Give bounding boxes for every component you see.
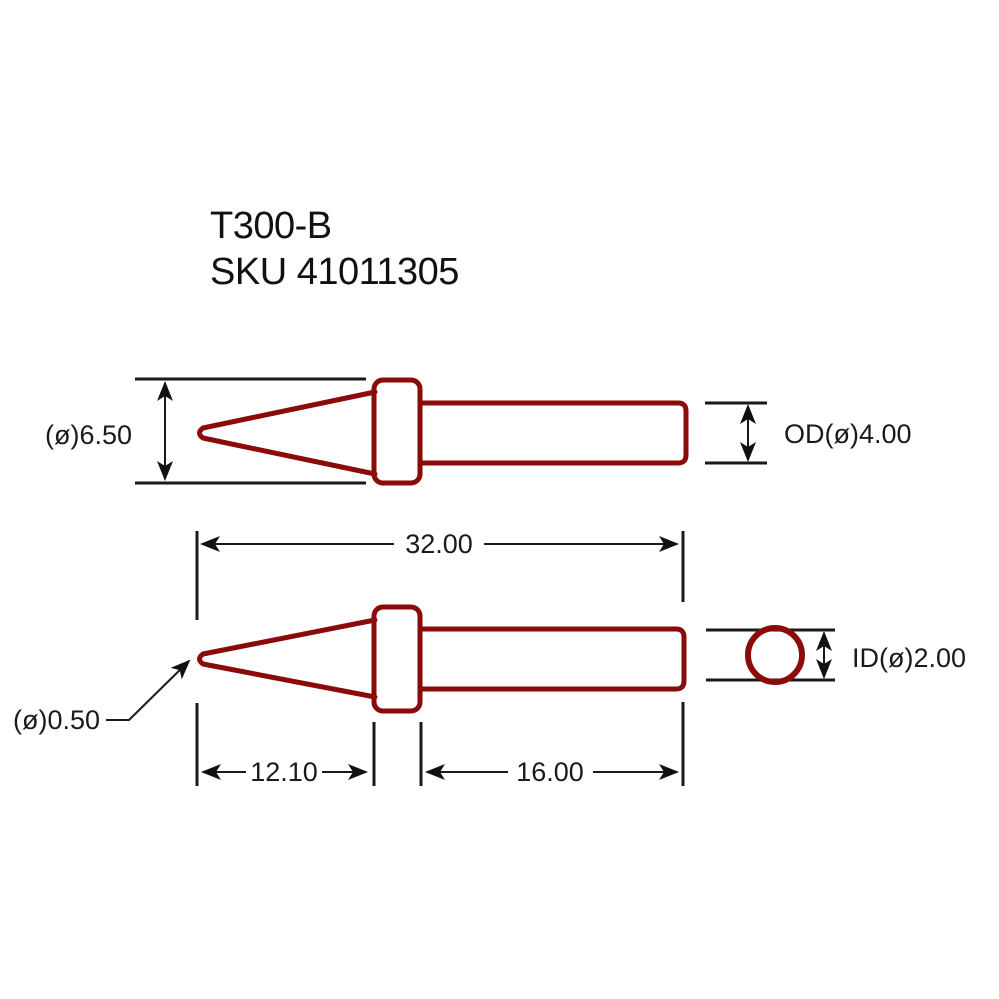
shaft-length-dimension: 16.00 bbox=[425, 757, 679, 787]
top-side-view: (ø)6.50 OD(ø)4.00 bbox=[45, 377, 912, 486]
overall-length-dimension: 32.00 bbox=[195, 529, 685, 620]
overall-length-label: 32.00 bbox=[405, 529, 473, 559]
tip-shaft bbox=[417, 400, 689, 466]
tip-diameter-callout: (ø)0.50 bbox=[13, 659, 191, 735]
tip-diameter-label: (ø)0.50 bbox=[13, 705, 100, 735]
id-label: ID(ø)2.00 bbox=[852, 643, 966, 673]
tip-cone bbox=[197, 617, 378, 700]
taper-length-label: 12.10 bbox=[250, 757, 318, 787]
collar-diameter-label: (ø)6.50 bbox=[45, 420, 132, 450]
od-dimension: OD(ø)4.00 bbox=[705, 401, 912, 465]
taper-length-dimension: 12.10 bbox=[201, 757, 368, 787]
od-label: OD(ø)4.00 bbox=[784, 419, 912, 449]
collar-diameter-dimension: (ø)6.50 bbox=[45, 377, 366, 485]
bore-end-view-circle bbox=[745, 625, 805, 685]
inner-diameter-dimension: ID(ø)2.00 bbox=[706, 625, 966, 685]
sku-number: SKU 41011305 bbox=[210, 251, 459, 293]
bottom-side-view: 32.00 (ø)0.50 12.10 16.00 bbox=[13, 529, 966, 787]
soldering-tip-outline-bottom bbox=[197, 604, 687, 714]
tip-shaft bbox=[417, 626, 687, 692]
tip-leader-line bbox=[106, 659, 191, 721]
title-block: T300-B SKU 41011305 bbox=[210, 203, 459, 295]
shaft-length-label: 16.00 bbox=[516, 757, 584, 787]
tip-collar bbox=[371, 377, 423, 486]
model-name: T300-B bbox=[210, 205, 332, 247]
tip-collar bbox=[371, 604, 423, 714]
tip-cone bbox=[197, 389, 378, 477]
soldering-tip-outline-top bbox=[197, 377, 689, 486]
